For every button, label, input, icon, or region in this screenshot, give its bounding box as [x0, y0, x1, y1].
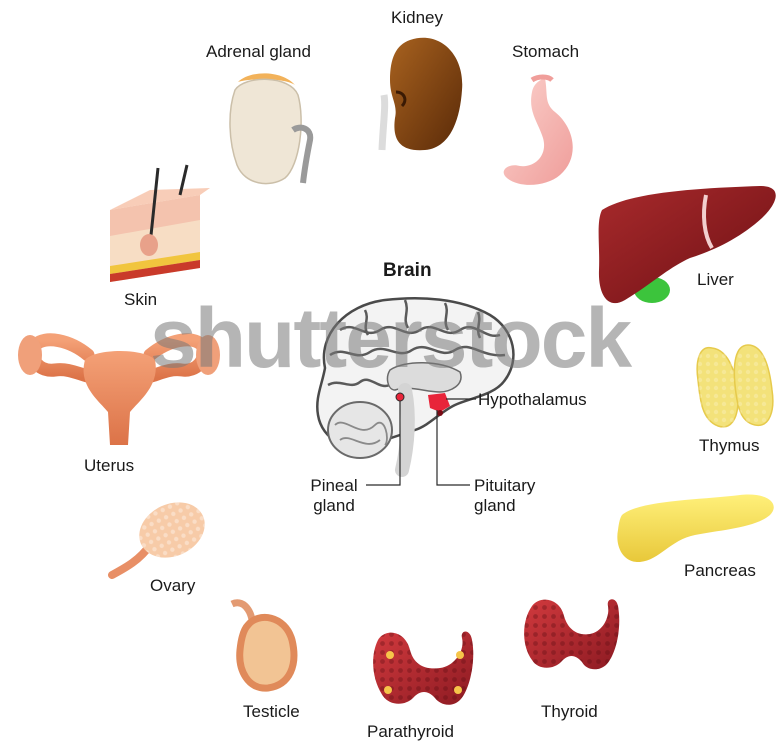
pituitary-label-line1: Pituitary [474, 476, 535, 496]
kidney-label: Kidney [391, 8, 443, 28]
pituitary-leader-line [437, 410, 470, 485]
stomach-illustration [504, 77, 573, 185]
pineal-label-line2: gland [303, 496, 365, 516]
uterus-label: Uterus [84, 456, 134, 476]
testicle-illustration [232, 603, 294, 688]
uterus-illustration [18, 335, 220, 445]
stomach-label: Stomach [512, 42, 579, 62]
thymus-illustration [697, 345, 773, 428]
pineal-label-line1: Pineal [303, 476, 365, 496]
pituitary-label-line2: gland [474, 496, 535, 516]
liver-label: Liver [697, 270, 734, 290]
brain-illustration [317, 298, 513, 470]
brain-title: Brain [383, 260, 432, 282]
thyroid-label: Thyroid [541, 702, 598, 722]
adrenal-gland-illustration [230, 73, 310, 183]
testicle-label: Testicle [243, 702, 300, 722]
adrenal-gland-label: Adrenal gland [206, 42, 311, 62]
pineal-gland-label: Pineal gland [303, 476, 365, 515]
pancreas-illustration [617, 495, 773, 562]
ovary-illustration [112, 492, 214, 575]
pituitary-gland-label: Pituitary gland [474, 476, 535, 515]
hypothalamus-label: Hypothalamus [478, 390, 587, 410]
ovary-label: Ovary [150, 576, 195, 596]
liver-illustration [599, 186, 776, 303]
skin-illustration [110, 165, 210, 282]
parathyroid-illustration [373, 632, 473, 705]
kidney-illustration [382, 38, 462, 150]
thyroid-illustration [524, 599, 619, 669]
parathyroid-label: Parathyroid [367, 722, 454, 742]
thymus-label: Thymus [699, 436, 759, 456]
pancreas-label: Pancreas [684, 561, 756, 581]
skin-label: Skin [124, 290, 157, 310]
